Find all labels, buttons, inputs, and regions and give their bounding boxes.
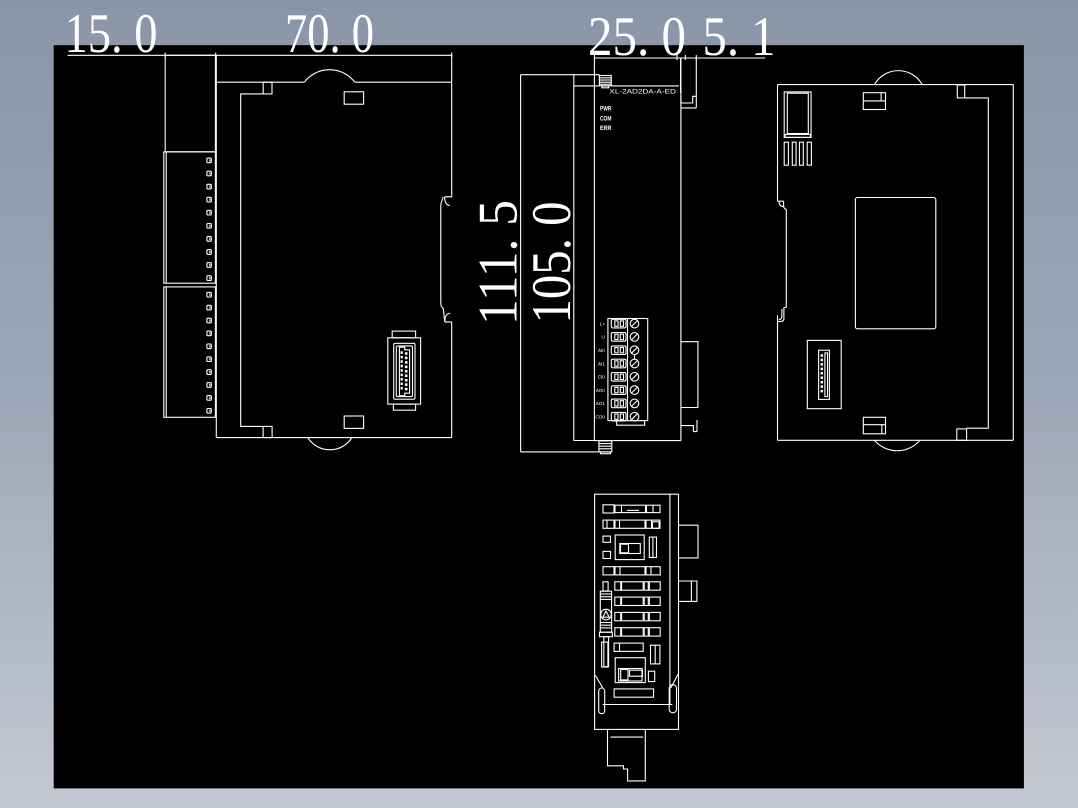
svg-text:U: U [602,335,605,340]
svg-text:5. 1: 5. 1 [703,6,776,68]
svg-text:CI0: CI0 [598,375,606,380]
svg-text:ERR: ERR [600,125,612,132]
svg-text:AO0: AO0 [596,388,606,393]
svg-text:CO0: CO0 [596,415,606,420]
svg-text:15. 0: 15. 0 [65,3,158,65]
svg-text:AO1: AO1 [596,401,606,406]
svg-text:COM: COM [600,116,612,123]
svg-text:XL-2AD2DA-A-ED: XL-2AD2DA-A-ED [609,89,676,96]
svg-text:PWR: PWR [600,106,612,113]
svg-text:111. 5: 111. 5 [468,200,530,325]
svg-text:L+: L+ [600,321,606,326]
svg-text:AI0: AI0 [598,348,605,353]
svg-text:105. 0: 105. 0 [521,202,583,324]
svg-text:70. 0: 70. 0 [285,3,374,65]
svg-text:AI1: AI1 [598,361,605,366]
svg-text:25. 0: 25. 0 [588,6,686,68]
